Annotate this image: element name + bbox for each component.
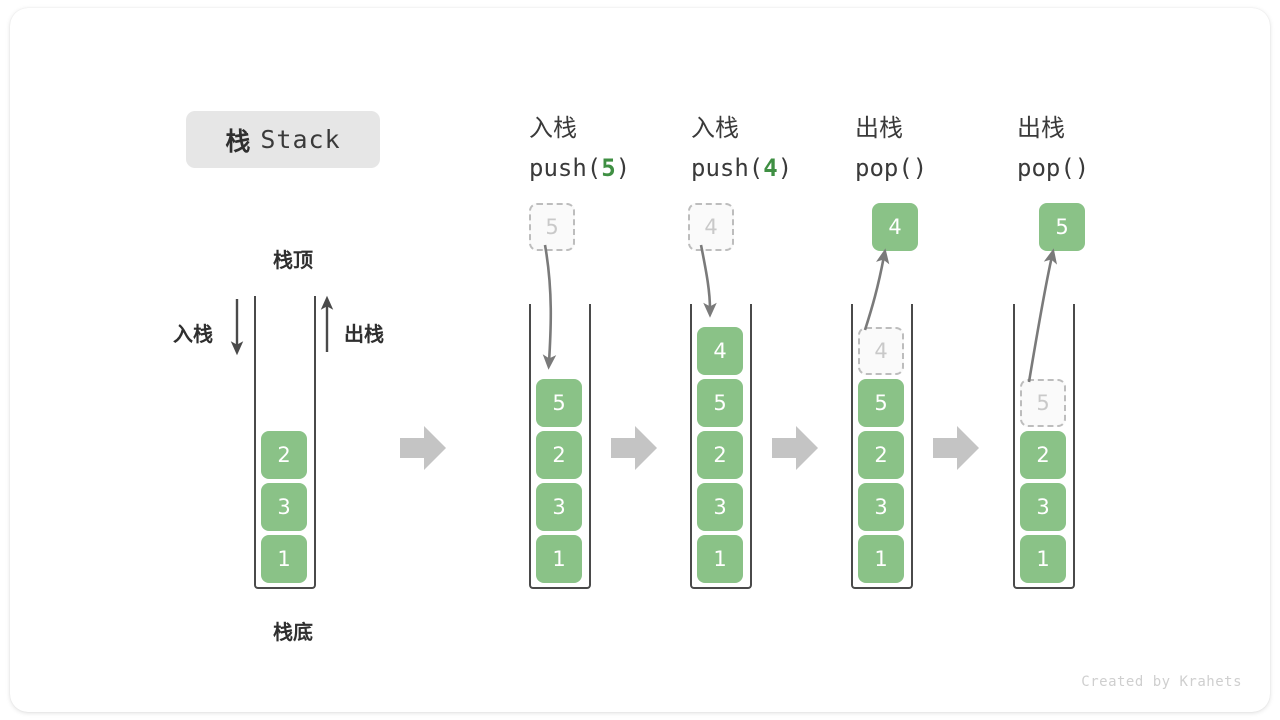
op-prefix: pop( <box>855 154 913 182</box>
op-suffix: ) <box>1074 154 1090 182</box>
stack-container-1 <box>529 304 591 589</box>
stack-container-0 <box>254 296 316 589</box>
stack-cells-3: 4 5 2 3 1 <box>858 327 904 583</box>
stack-cell: 2 <box>261 431 307 479</box>
stack-top-label: 栈顶 <box>273 248 313 272</box>
stack-container-2 <box>690 304 752 589</box>
op-prefix: push( <box>691 154 764 182</box>
watermark: Created by Krahets <box>1081 674 1242 690</box>
header-op-2: push(4) <box>691 148 792 188</box>
column-header-1: 入栈 push(5) <box>529 108 630 188</box>
floating-cell-2: 4 <box>688 203 734 251</box>
stack-cell: 5 <box>536 379 582 427</box>
header-chinese-1: 入栈 <box>529 114 577 142</box>
stack-cell: 3 <box>697 483 743 531</box>
op-prefix: pop( <box>1017 154 1075 182</box>
stack-cell: 3 <box>536 483 582 531</box>
stack-bottom-label: 栈底 <box>273 620 313 644</box>
stack-cells-1: 5 2 3 1 <box>536 379 582 583</box>
title-chinese: 栈 <box>225 126 252 156</box>
stack-cells-2: 4 5 2 3 1 <box>697 327 743 583</box>
stack-cell: 3 <box>858 483 904 531</box>
stack-container-4 <box>1013 304 1075 589</box>
stack-cell: 1 <box>536 535 582 583</box>
stack-cell: 3 <box>1020 483 1066 531</box>
header-chinese-2: 入栈 <box>691 114 739 142</box>
op-suffix: ) <box>912 154 928 182</box>
header-chinese-3: 出栈 <box>855 114 903 142</box>
stack-cell: 2 <box>1020 431 1066 479</box>
op-suffix: ) <box>777 154 793 182</box>
op-arg: 4 <box>763 154 778 182</box>
stack-cell: 3 <box>261 483 307 531</box>
floating-cell-4: 5 <box>1039 203 1085 251</box>
pop-side-label: 出栈 <box>344 322 384 346</box>
title-chip: 栈 Stack <box>186 111 380 168</box>
stack-cell: 1 <box>697 535 743 583</box>
stack-cell: 2 <box>697 431 743 479</box>
stack-container-3 <box>851 304 913 589</box>
stack-cell: 4 <box>697 327 743 375</box>
stack-cell: 1 <box>858 535 904 583</box>
column-header-3: 出栈 pop() <box>855 108 927 188</box>
stack-cell: 2 <box>858 431 904 479</box>
floating-cell-1: 5 <box>529 203 575 251</box>
op-suffix: ) <box>615 154 631 182</box>
header-op-3: pop() <box>855 148 927 188</box>
ghost-top-cell-4: 5 <box>1020 379 1066 427</box>
ghost-top-cell-3: 4 <box>858 327 904 375</box>
op-arg: 5 <box>601 154 616 182</box>
column-header-2: 入栈 push(4) <box>691 108 792 188</box>
column-header-4: 出栈 pop() <box>1017 108 1089 188</box>
header-op-1: push(5) <box>529 148 630 188</box>
push-side-label: 入栈 <box>173 322 213 346</box>
stack-cell: 2 <box>536 431 582 479</box>
floating-cell-3: 4 <box>872 203 918 251</box>
diagram-canvas: 栈 Stack 栈顶 入栈 出栈 2 3 1 栈底 入栈 push(5) 5 5… <box>10 8 1270 712</box>
title-english: Stack <box>260 125 341 154</box>
stack-cell: 5 <box>697 379 743 427</box>
stack-cell: 5 <box>858 379 904 427</box>
header-op-4: pop() <box>1017 148 1089 188</box>
stack-cell: 1 <box>261 535 307 583</box>
stack-cells-4: 5 2 3 1 <box>1020 379 1066 583</box>
header-chinese-4: 出栈 <box>1017 114 1065 142</box>
stack-cells-0: 2 3 1 <box>261 431 307 583</box>
stack-cell: 1 <box>1020 535 1066 583</box>
op-prefix: push( <box>529 154 602 182</box>
